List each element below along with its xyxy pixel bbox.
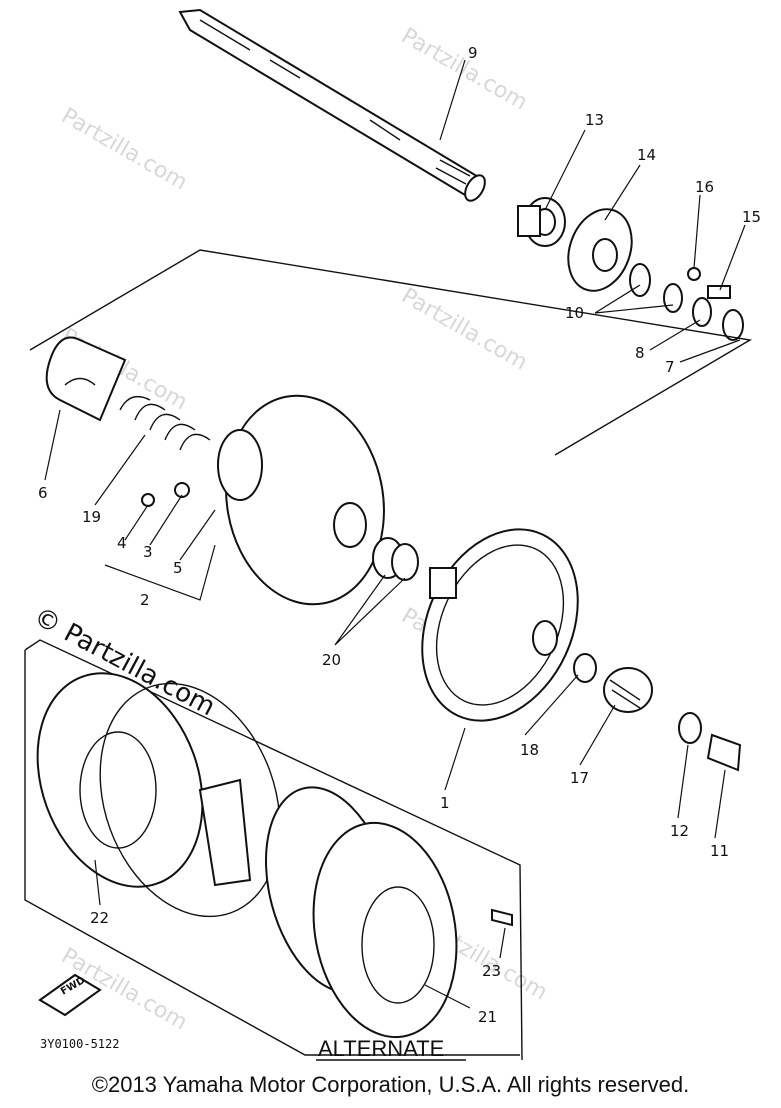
bearing: [517, 197, 566, 247]
callout-5: 5: [173, 559, 183, 577]
callout-13: 13: [585, 111, 604, 129]
callout-21: 21: [478, 1008, 497, 1026]
callout-11: 11: [710, 842, 729, 860]
alternate-sheave: [198, 778, 458, 1039]
alternate-disc: [36, 672, 281, 918]
slider-and-screw: [141, 482, 190, 507]
callout-10: 10: [565, 304, 584, 322]
callout-23: 23: [482, 962, 501, 980]
screw: [491, 908, 513, 927]
washer-and-bolt: [678, 712, 742, 772]
callout-15: 15: [742, 208, 761, 226]
callout-18: 18: [520, 741, 539, 759]
secondary-shaft: [178, 8, 486, 202]
callout-4: 4: [117, 534, 127, 552]
callout-9: 9: [468, 44, 478, 62]
callout-17: 17: [570, 769, 589, 787]
callout-labels: 9 13 14 16 15 10 8 7 6 19 4 3 5 2 20 1 1…: [38, 44, 761, 1026]
spring: [119, 396, 211, 451]
kit-boundary: [29, 249, 753, 456]
callout-14: 14: [637, 146, 656, 164]
watermark-text: Partzilla.com: [57, 104, 191, 196]
callout-16: 16: [695, 178, 714, 196]
fwd-arrow-icon: FWD: [38, 973, 102, 1017]
spacers: [372, 537, 419, 581]
callout-3: 3: [143, 543, 153, 561]
callout-2: 2: [140, 591, 150, 609]
alternate-boundary: [24, 639, 523, 1061]
copyright-notice: ©2013 Yamaha Motor Corporation, U.S.A. A…: [91, 1072, 690, 1097]
callout-1: 1: [440, 794, 450, 812]
watermark-text: Partzilla.com: [397, 24, 531, 116]
callout-8: 8: [635, 344, 645, 362]
callout-6: 6: [38, 484, 48, 502]
watermark-text: Partzilla.com: [397, 284, 531, 376]
alternate-label: ALTERNATE: [318, 1036, 444, 1061]
callout-12: 12: [670, 822, 689, 840]
alternate-boundary: [24, 650, 520, 1056]
small-hardware: [629, 263, 744, 341]
collar-and-damper: [573, 653, 653, 713]
callout-19: 19: [82, 508, 101, 526]
callout-20: 20: [322, 651, 341, 669]
diagram-code: 3Y0100-5122: [40, 1037, 119, 1051]
bearing-housing: [567, 208, 633, 292]
callout-7: 7: [665, 358, 675, 376]
cam: [45, 336, 127, 422]
fixed-sheave: [421, 528, 579, 722]
leader-lines: [44, 59, 746, 1009]
movable-sheave: [217, 394, 385, 606]
callout-22: 22: [90, 909, 109, 927]
